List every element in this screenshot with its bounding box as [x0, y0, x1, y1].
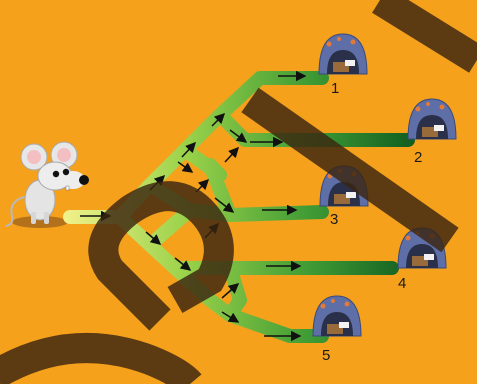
- burrow-label-3: 3: [330, 211, 338, 228]
- burrow-label-5: 5: [322, 347, 330, 364]
- burrow-label-2: 2: [414, 149, 422, 166]
- burrow-1[interactable]: [319, 34, 367, 74]
- burrow-5[interactable]: [313, 296, 361, 336]
- burrow-label-4: 4: [398, 275, 406, 292]
- burrow-label-1: 1: [331, 80, 339, 97]
- burrow-2[interactable]: [408, 99, 456, 139]
